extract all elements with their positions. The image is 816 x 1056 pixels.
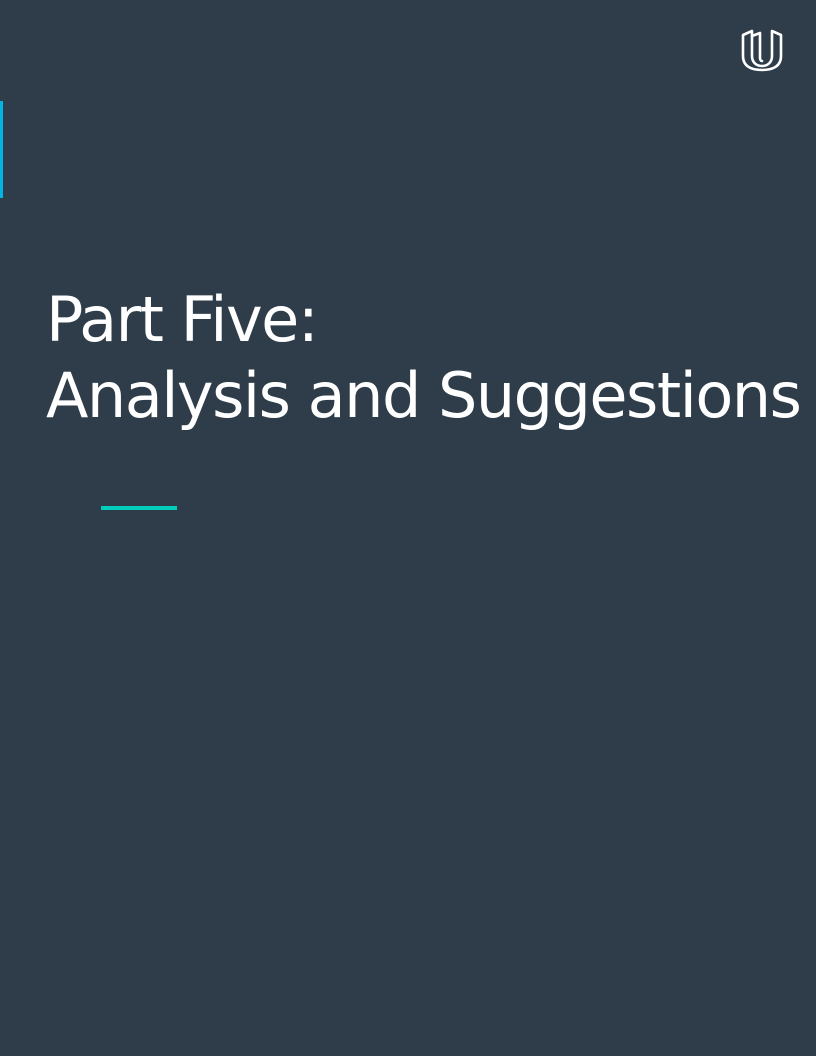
title-line-1: Part Five: — [46, 283, 319, 356]
udacity-logo-icon — [740, 28, 786, 72]
left-accent-bar — [0, 101, 3, 198]
page-title: Part Five: Analysis and Suggestions — [46, 282, 806, 434]
title-line-2: Analysis and Suggestions — [46, 359, 802, 432]
title-underline-divider — [101, 506, 177, 510]
